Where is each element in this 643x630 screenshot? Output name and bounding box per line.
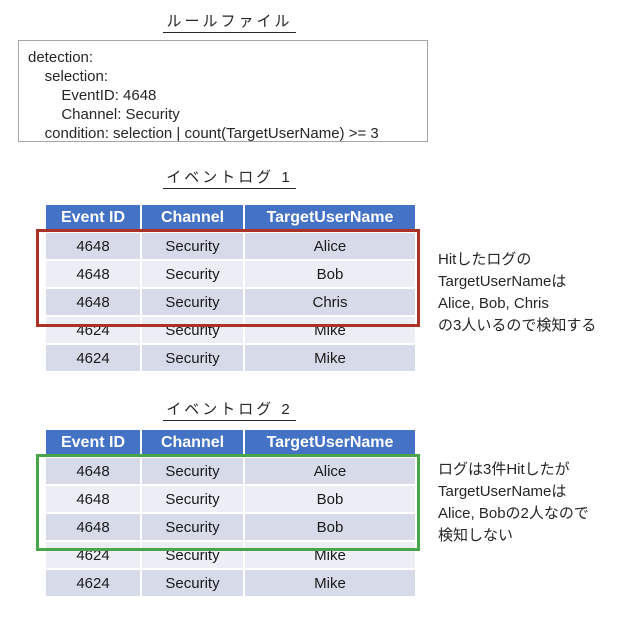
cell-channel: Security	[140, 484, 245, 514]
cell-target-user-name: Bob	[243, 512, 417, 542]
annotation-line: ログは3件Hitしたが	[438, 461, 570, 478]
cell-target-user-name: Mike	[243, 343, 417, 373]
rule-line: condition: selection | count(TargetUserN…	[28, 125, 379, 142]
cell-target-user-name: Bob	[243, 484, 417, 514]
cell-event-id: 4648	[44, 231, 142, 261]
header-target-user-name: TargetUserName	[243, 203, 417, 233]
table-row: 4648 Security Alice	[44, 456, 417, 486]
cell-target-user-name: Alice	[243, 456, 417, 486]
event-log-2-title: イベントログ 2	[44, 398, 415, 421]
table-row: 4648 Security Chris	[44, 287, 417, 317]
cell-event-id: 4648	[44, 287, 142, 317]
header-target-user-name: TargetUserName	[243, 428, 417, 458]
rule-file-box: detection: selection: EventID: 4648 Chan…	[18, 40, 428, 142]
table-header-row: Event ID Channel TargetUserName	[44, 203, 417, 233]
cell-event-id: 4648	[44, 484, 142, 514]
cell-channel: Security	[140, 231, 245, 261]
rule-line: EventID: 4648	[28, 87, 157, 104]
table-row: 4624 Security Mike	[44, 540, 417, 570]
event-log-2-title-text: イベントログ 2	[163, 401, 296, 421]
event-log-1-table: Event ID Channel TargetUserName 4648 Sec…	[44, 203, 417, 373]
cell-target-user-name: Mike	[243, 568, 417, 598]
event-log-1-title: イベントログ 1	[44, 166, 415, 189]
event-log-1-annotation: Hitしたログの TargetUserNameは Alice, Bob, Chr…	[438, 249, 596, 337]
cell-event-id: 4648	[44, 456, 142, 486]
rule-line: detection:	[28, 49, 94, 66]
cell-channel: Security	[140, 568, 245, 598]
cell-event-id: 4624	[44, 540, 142, 570]
cell-channel: Security	[140, 456, 245, 486]
annotation-line: TargetUserNameは	[438, 483, 567, 500]
table-row: 4624 Security Mike	[44, 315, 417, 345]
rule-file-title-text: ルールファイル	[163, 13, 296, 33]
event-log-2-table: Event ID Channel TargetUserName 4648 Sec…	[44, 428, 417, 598]
cell-target-user-name: Alice	[243, 231, 417, 261]
table-row: 4648 Security Bob	[44, 259, 417, 289]
header-event-id: Event ID	[44, 203, 142, 233]
header-channel: Channel	[140, 203, 245, 233]
table-row: 4624 Security Mike	[44, 343, 417, 373]
cell-event-id: 4648	[44, 512, 142, 542]
cell-channel: Security	[140, 343, 245, 373]
cell-event-id: 4648	[44, 259, 142, 289]
annotation-line: 検知しない	[438, 527, 514, 544]
cell-channel: Security	[140, 315, 245, 345]
cell-event-id: 4624	[44, 315, 142, 345]
cell-channel: Security	[140, 259, 245, 289]
table-header-row: Event ID Channel TargetUserName	[44, 428, 417, 458]
event-log-1-title-text: イベントログ 1	[163, 169, 296, 189]
annotation-line: TargetUserNameは	[438, 273, 567, 290]
annotation-line: Alice, Bob, Chris	[438, 295, 549, 312]
annotation-line: Alice, Bobの2人なので	[438, 505, 589, 522]
rule-file-title: ルールファイル	[44, 10, 415, 33]
cell-target-user-name: Mike	[243, 540, 417, 570]
cell-channel: Security	[140, 512, 245, 542]
rule-line: selection:	[28, 68, 109, 85]
cell-channel: Security	[140, 287, 245, 317]
header-event-id: Event ID	[44, 428, 142, 458]
table-row: 4624 Security Mike	[44, 568, 417, 598]
cell-channel: Security	[140, 540, 245, 570]
cell-target-user-name: Bob	[243, 259, 417, 289]
header-channel: Channel	[140, 428, 245, 458]
cell-event-id: 4624	[44, 568, 142, 598]
table-row: 4648 Security Alice	[44, 231, 417, 261]
table-row: 4648 Security Bob	[44, 484, 417, 514]
cell-event-id: 4624	[44, 343, 142, 373]
cell-target-user-name: Mike	[243, 315, 417, 345]
annotation-line: Hitしたログの	[438, 251, 532, 268]
event-log-2-annotation: ログは3件Hitしたが TargetUserNameは Alice, Bobの2…	[438, 459, 589, 547]
table-row: 4648 Security Bob	[44, 512, 417, 542]
rule-line: Channel: Security	[28, 106, 180, 123]
cell-target-user-name: Chris	[243, 287, 417, 317]
annotation-line: の3人いるので検知する	[438, 317, 597, 334]
